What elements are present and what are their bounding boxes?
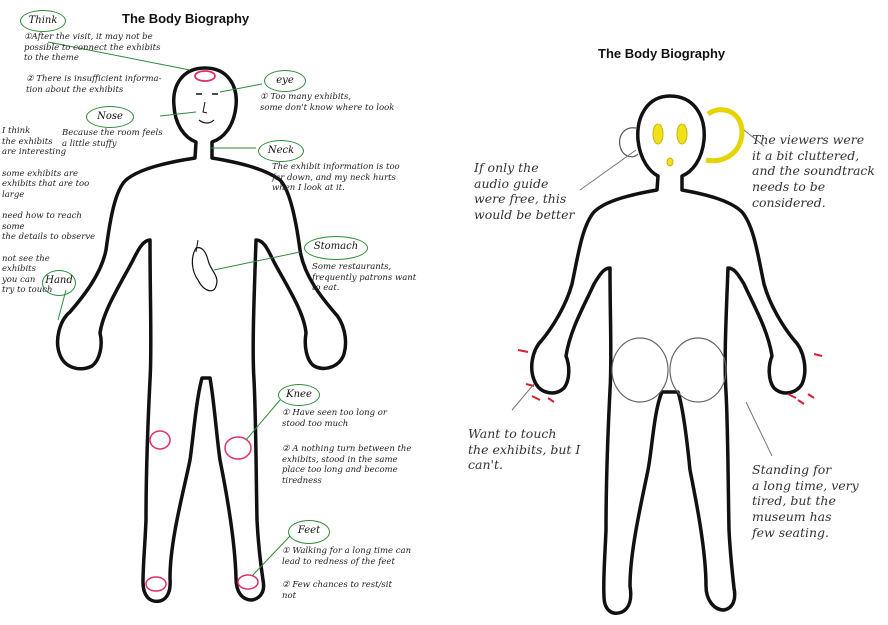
note-audio-guide: If only the audio guide were free, this … <box>474 160 614 223</box>
finger-mark <box>808 394 814 398</box>
leader-line-touch <box>512 384 534 410</box>
hip-mark-right <box>670 338 726 402</box>
head-mark <box>195 71 215 81</box>
nose-mark <box>203 102 207 113</box>
label-stomach: Stomach <box>304 236 368 260</box>
leader-line-eye <box>220 84 262 92</box>
foot-mark-right <box>238 575 258 589</box>
label-knee: Knee <box>278 384 320 406</box>
note-knee-2: ② A nothing turn between the exhibits, s… <box>282 444 432 487</box>
label-eye: eye <box>264 70 306 92</box>
finger-mark <box>548 398 554 402</box>
leader-line-nose <box>160 112 196 116</box>
eye-mark-right <box>677 124 687 144</box>
finger-mark <box>532 396 540 400</box>
hip-mark-left <box>612 338 668 402</box>
note-feet-1: ① Walking for a long time can lead to re… <box>282 546 434 567</box>
note-touch: Want to touch the exhibits, but I can't. <box>468 426 624 473</box>
note-feet-2: ② Few chances to rest/sit not <box>282 580 434 601</box>
label-nose: Nose <box>86 106 134 128</box>
finger-mark <box>518 350 528 352</box>
body-biography-sheet-right: The Body Biography If only the audio gui… <box>452 0 888 625</box>
mouth-mark <box>199 120 214 123</box>
label-neck: Neck <box>258 140 304 162</box>
note-think-2: ② There is insufficient informa- tion ab… <box>26 74 176 95</box>
label-think: Think <box>20 10 66 32</box>
leader-line-standing <box>746 402 772 456</box>
note-stomach: Some restaurants, frequently patrons wan… <box>312 262 436 294</box>
finger-mark <box>788 394 796 398</box>
note-standing: Standing for a long time, very tired, bu… <box>752 462 882 540</box>
note-eye: ① Too many exhibits, some don't know whe… <box>260 92 420 113</box>
body-biography-sheet-left: The Body Biography Think eye Nose Neck <box>0 0 440 625</box>
mouth-mark <box>667 158 673 166</box>
foot-mark-left <box>146 577 166 591</box>
note-neck: The exhibit information is too far down,… <box>272 162 432 194</box>
finger-mark <box>814 354 822 356</box>
note-knee-1: ① Have seen too long or stood too much <box>282 408 432 429</box>
leader-line-knee <box>246 400 280 440</box>
ear-mark-right <box>706 110 742 161</box>
note-think-1: ①After the visit, it may not be possible… <box>24 32 194 64</box>
eye-mark-left <box>653 124 663 144</box>
note-viewers: The viewers were it a bit cluttered, and… <box>752 132 888 210</box>
ear-mark-left <box>620 128 638 157</box>
knee-mark-left <box>150 431 170 449</box>
stomach-drawing <box>192 248 217 291</box>
note-left-margin: I think the exhibits are interesting som… <box>2 126 98 296</box>
finger-mark <box>798 400 804 404</box>
knee-mark-right <box>225 437 251 459</box>
stomach-tube <box>196 240 198 252</box>
label-feet: Feet <box>288 520 330 544</box>
